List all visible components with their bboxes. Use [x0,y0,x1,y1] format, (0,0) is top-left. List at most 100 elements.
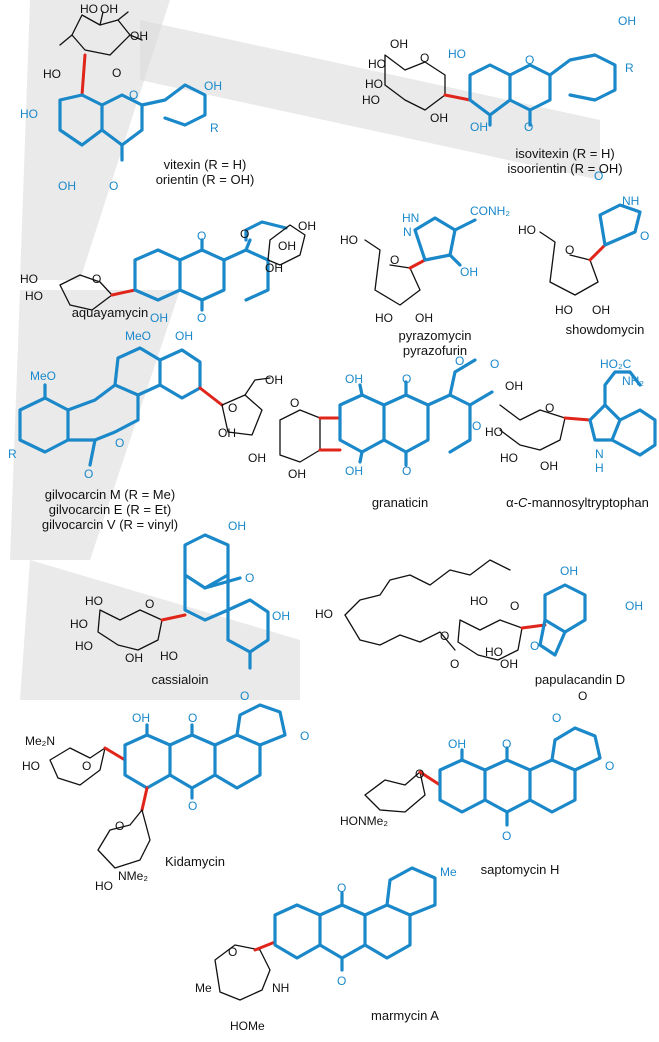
mannosyl-ho2c: HO₂C [600,357,632,371]
aquayamycin-o-ring: O [92,272,101,286]
kidamycin-me2n: Me₂N [25,734,55,748]
cassialoin-o-ring: O [145,597,154,611]
isovitexin-ho3: HO [362,93,380,107]
kidamycin-nme2: NMe₂ [118,869,148,883]
papulacandin-oh2: OH [560,564,578,578]
label-saptomycin: saptomycin H [465,862,575,877]
saptomycin-o3: O [502,829,511,843]
label-isovitexin-line1: isovitexin (R = H) [515,146,615,161]
saptomycin-o-epoxide: O [578,689,587,703]
label-vitexin: vitexin (R = H) orientin (R = OH) [135,157,275,187]
gilvocarcin-structure [18,346,271,467]
granaticin-oh2: OH [345,464,363,478]
kidamycin-o2: O [300,729,309,743]
showdomycin-ho1: HO [518,223,536,237]
kidamycin-o3: O [188,799,197,813]
papulacandin-oh3: OH [625,599,643,613]
watermark [10,0,600,700]
vitexin-ho1: HO [80,2,98,16]
saptomycin-honme2: HONMe₂ [340,814,388,828]
papulacandin-o-ring: O [510,599,519,613]
cassialoin-ho4: HO [160,649,178,663]
label-vitexin-line1: vitexin (R = H) [163,157,247,172]
label-pyrazomycin-line2: pyrazofurin [402,343,468,358]
marmycin-o-ring: O [228,945,237,959]
gilvocarcin-meo1: MeO [125,329,151,343]
kidamycin-structure [49,703,287,869]
cassialoin-ho2: HO [70,617,88,631]
pyrazomycin-ho1: HO [340,233,358,247]
aquayamycin-oh2: OH [278,239,296,253]
papulacandin-oh1: OH [500,657,518,671]
vitexin-o-carbonyl: O [109,179,118,193]
mannosyl-oh2: OH [540,459,558,473]
showdomycin-structure [539,203,642,296]
pyrazomycin-oh2: OH [460,265,478,279]
granaticin-o1: O [402,372,411,386]
label-kidamycin: Kidamycin [150,854,240,869]
marmycin-me2: Me [195,981,212,995]
isovitexin-r: R [625,61,634,75]
isovitexin-oh2: OH [430,111,448,125]
label-isovitexin-line2: isoorientin (R = OH) [507,161,623,176]
granaticin-oh1: OH [345,372,363,386]
gilvocarcin-oh2: OH [265,373,283,387]
label-isovitexin: isovitexin (R = H) isoorientin (R = OH) [480,146,650,176]
cassialoin-ho3: HO [75,639,93,653]
vitexin-oh4: OH [58,179,76,193]
aquayamycin-oh1: OH [298,219,316,233]
kidamycin-ho2: HO [95,879,113,893]
vitexin-oh1: OH [100,2,118,16]
pyrazomycin-hn: HN [402,211,419,225]
showdomycin-nh: NH [622,194,639,208]
gilvocarcin-meo2: MeO [30,369,56,383]
label-marmycin-text: marmycin A [371,1008,439,1023]
mannosyl-ho2: HO [500,451,518,465]
kidamycin-ho1: HO [22,759,40,773]
mannosyl-nh2: NH₂ [622,374,644,388]
saptomycin-o2: O [605,759,614,773]
cassialoin-ho1: HO [85,594,103,608]
papulacandin-ho3: HO [485,645,503,659]
saptomycin-o1: O [502,737,511,751]
mannosyl-n: N [595,447,604,461]
cassialoin-oh1: OH [228,519,246,533]
cassialoin-oh2: OH [272,609,290,623]
marmycin-me1: Me [440,865,457,879]
cassialoin-o: O [245,571,254,585]
label-gilvocarcin-line3: gilvocarcin V (R = vinyl) [41,517,179,532]
pyrazomycin-o-ring: O [390,253,399,267]
isovitexin-oh3: OH [618,14,636,28]
gilvocarcin-o-carbonyl: O [84,467,93,481]
gilvocarcin-oh4: OH [248,451,266,465]
granaticin-oh3: OH [288,467,306,481]
vitexin-oh3: OH [204,79,222,93]
label-gilvocarcin: gilvocarcin M (R = Me) gilvocarcin E (R … [10,487,210,532]
mannosyl-h: H [595,461,604,475]
isovitexin-ho2: HO [365,77,383,91]
marmycin-homeo: HOMe [230,1019,265,1033]
gilvocarcin-oh1: OH [175,329,193,343]
label-gilvocarcin-line1: gilvocarcin M (R = Me) [44,487,176,502]
isovitexin-oh4: OH [470,120,488,134]
gilvocarcin-o-lactone: O [115,436,124,450]
pyrazomycin-n: N [403,225,412,239]
label-mannosyl-prefix: α- [506,495,519,510]
aquayamycin-ho2: HO [25,289,43,303]
papulacandin-ho2: HO [470,594,488,608]
papulacandin-o-ester: O [440,629,449,643]
papulacandin-structure [344,559,587,661]
granaticin-o4: O [402,464,411,478]
vitexin-o-pyran: O [129,88,138,102]
label-showdomycin: showdomycin [555,322,655,337]
papulacandin-o-carbonyl: O [450,657,459,671]
label-mannosyl-italic: C [518,495,528,510]
label-papulacandin: papulacandin D [520,672,640,687]
granaticin-o2: O [490,357,499,371]
aquayamycin-oh3: OH [265,261,283,275]
label-granaticin-text: granaticin [371,495,429,510]
label-mannosyl-suffix: -mannosyltryptophan [527,495,649,510]
kidamycin-oh: OH [132,711,150,725]
